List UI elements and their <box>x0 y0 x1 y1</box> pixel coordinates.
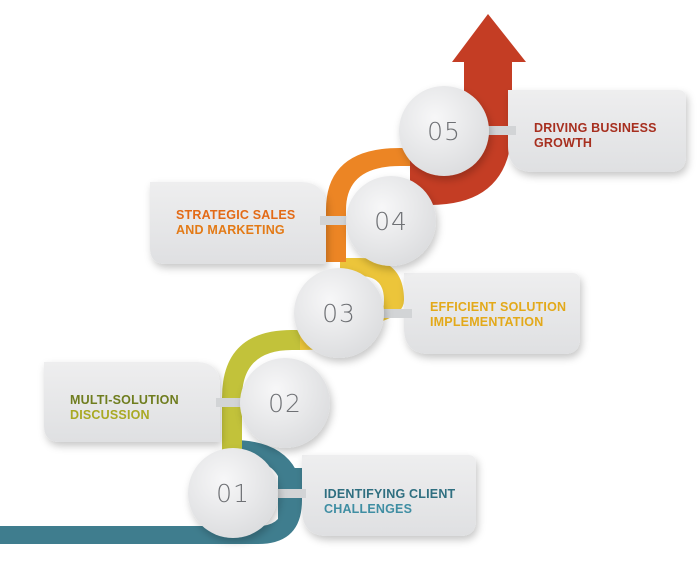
step-4-label-line1: STRATEGIC SALES <box>176 208 296 222</box>
step-5-label-line2: GROWTH <box>534 136 593 150</box>
label-panels <box>44 90 686 536</box>
step-circles <box>188 86 489 538</box>
step-3-panel <box>404 273 580 354</box>
connectors <box>216 126 516 498</box>
step-5-circle <box>399 86 489 176</box>
step-2-circle <box>240 358 330 448</box>
step-1-circle <box>188 448 278 538</box>
step-3-number: 03 <box>322 299 356 328</box>
step-5-label: DRIVING BUSINESS GROWTH <box>534 121 657 151</box>
step-1-label-line1: IDENTIFYING CLIENT <box>324 487 456 501</box>
step-4-number: 04 <box>374 207 408 236</box>
step-2-connector <box>216 398 246 407</box>
step-4-circle <box>346 176 436 266</box>
step-1-panel <box>302 455 476 536</box>
step-1-connector <box>276 489 306 498</box>
growth-arrow-shaft <box>466 46 510 76</box>
ribbon-segment-teal <box>0 468 302 544</box>
step-4-label-line2: AND MARKETING <box>176 223 285 237</box>
step-5-number: 05 <box>427 117 461 146</box>
step-4-panel <box>150 182 326 264</box>
step-1-number: 01 <box>216 479 250 508</box>
step-2-label-line1: MULTI-SOLUTION <box>70 393 179 407</box>
ribbon-segment-yellow <box>300 258 404 350</box>
step-3-label-line2: IMPLEMENTATION <box>430 315 544 329</box>
step-5-panel <box>508 90 686 172</box>
step-2-number: 02 <box>268 389 302 418</box>
step-2-label: MULTI-SOLUTION DISCUSSION <box>70 393 179 423</box>
step-3-label-line1: EFFICIENT SOLUTION <box>430 300 567 314</box>
step-1-label-line2: CHALLENGES <box>324 502 413 516</box>
step-3-connector <box>382 309 412 318</box>
step-5-label-line1: DRIVING BUSINESS <box>534 121 657 135</box>
step-3-circle <box>294 268 384 358</box>
ribbon-segment-yellow-green <box>222 330 300 455</box>
step-5-connector <box>486 126 516 135</box>
step-4-connector <box>320 216 350 225</box>
step-3-label: EFFICIENT SOLUTION IMPLEMENTATION <box>430 300 566 330</box>
ribbon-segment-teal-rise <box>232 440 296 520</box>
step-numbers: 01 02 03 04 05 <box>216 117 461 508</box>
ribbon-segment-orange <box>326 148 412 262</box>
step-2-panel <box>44 362 220 442</box>
step-2-label-line2: DISCUSSION <box>70 408 150 422</box>
step-4-label: STRATEGIC SALES AND MARKETING <box>176 208 295 238</box>
step-1-label: IDENTIFYING CLIENT CHALLENGES <box>324 487 455 517</box>
